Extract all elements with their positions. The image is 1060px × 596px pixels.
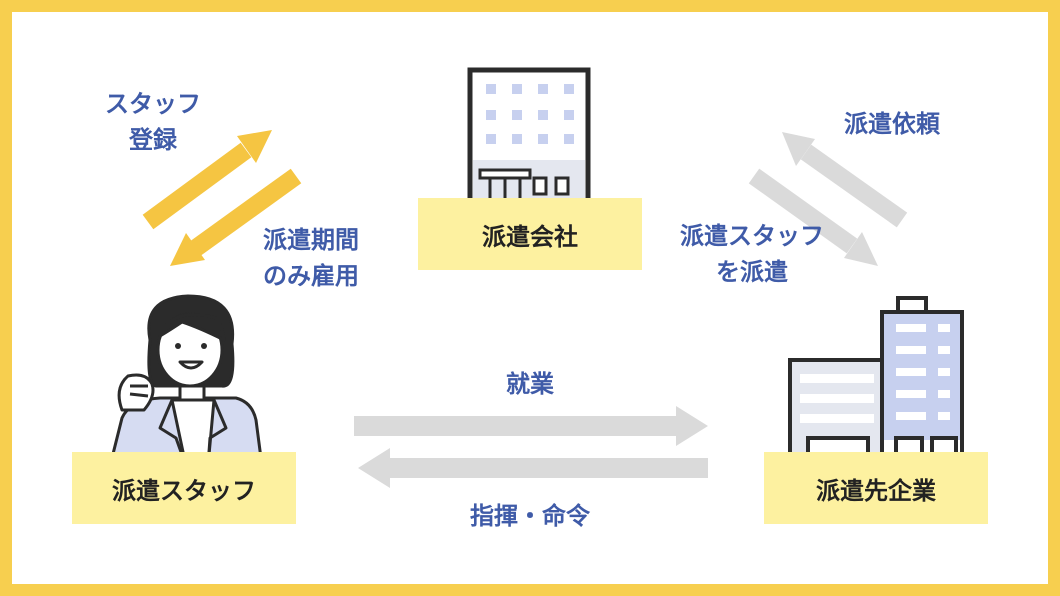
label-staff-registration: スタッフ 登録	[105, 90, 201, 154]
arrow-staff-to-agency	[142, 130, 272, 230]
company-buildings-icon	[788, 296, 964, 462]
label-fixed-term-employment: 派遣期間 のみ雇用	[263, 226, 359, 290]
arrow-staff-to-client	[354, 406, 708, 446]
label-dispatch-request: 派遣依頼	[844, 110, 940, 138]
label-direction-orders: 指揮・命令	[470, 502, 590, 530]
arrow-client-to-staff	[358, 448, 708, 488]
node-staff: 派遣スタッフ	[72, 452, 296, 524]
label-dispatch-staff: 派遣スタッフ を派遣	[680, 222, 824, 286]
arrow-agency-to-staff	[170, 168, 302, 266]
office-building-icon	[467, 67, 591, 207]
business-person-icon	[108, 294, 264, 468]
node-client: 派遣先企業	[764, 452, 988, 524]
label-work: 就業	[506, 370, 554, 398]
arrow-agency-to-client	[748, 168, 878, 266]
arrow-client-to-agency	[782, 132, 908, 228]
node-agency: 派遣会社	[418, 198, 642, 270]
